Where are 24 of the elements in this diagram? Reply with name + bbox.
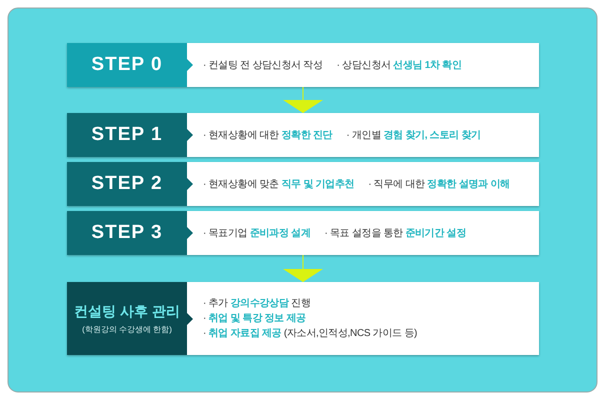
bullet-text: · 현재상황에 맞춘 직무 및 기업추천 <box>203 178 354 192</box>
bullet-text: · 목표 설정을 통한 준비기간 설정 <box>324 226 466 240</box>
bullet-text: · 현재상황에 대한 정확한 진단 <box>203 128 332 142</box>
chevron-arrow <box>283 254 323 282</box>
step-box <box>67 113 539 157</box>
step-number: STEP 2 <box>91 173 163 195</box>
bullet-text: · 추가 강의수강상담 진행 <box>203 297 310 311</box>
bullet-text: · 직무에 대한 정확한 설명과 이해 <box>368 178 510 192</box>
step-box <box>67 162 539 206</box>
bullet-text: · 목표기업 준비과정 설계 <box>203 226 310 240</box>
step-number: STEP 1 <box>91 124 163 146</box>
bullet-text: · 상담신청서 선생님 1차 확인 <box>336 58 462 72</box>
step-number: STEP 3 <box>91 222 163 244</box>
step-box <box>67 211 539 255</box>
note-text: (학원강의 수강생에 한함) <box>82 324 172 334</box>
step-number: STEP 0 <box>91 54 163 76</box>
bullet-text: · 취업 및 특강 정보 제공 <box>203 312 306 326</box>
bullet-text: · 개인별 경험 찾기, 스토리 찾기 <box>346 128 481 142</box>
chevron-arrow <box>283 86 323 114</box>
stage-title: 컨설팅 사후 관리 <box>74 302 180 320</box>
bullet-text: · 취업 자료집 제공 (자소서,인적성,NCS 가이드 등) <box>203 327 418 341</box>
step-box <box>67 43 539 87</box>
step-box <box>67 282 539 355</box>
bullet-text: · 컨설팅 전 상담신청서 작성 <box>203 58 323 72</box>
